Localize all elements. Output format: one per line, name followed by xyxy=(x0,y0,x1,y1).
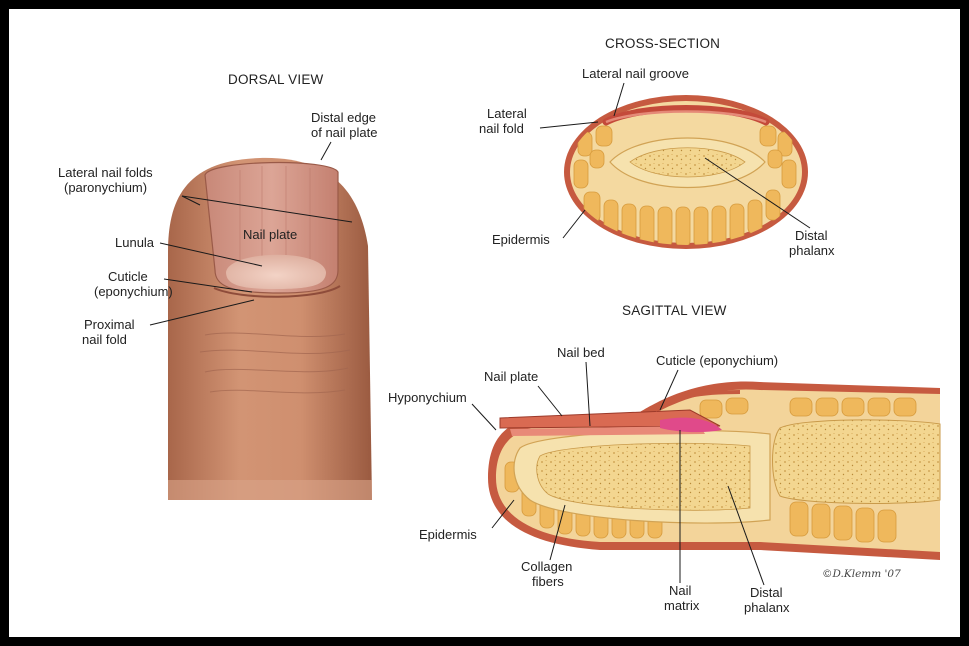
cross-section-illustration xyxy=(564,95,808,249)
lateral-folds-label-line1: Lateral nail folds xyxy=(58,165,153,180)
sag-distal-phalanx-label-line1: Distal xyxy=(750,585,783,600)
xs-distal-phalanx-label-line1: Distal xyxy=(795,228,828,243)
collagen-label-line2: fibers xyxy=(532,574,564,589)
xs-epidermis-label: Epidermis xyxy=(492,232,550,247)
sag-distal-phalanx-label-line2: phalanx xyxy=(744,600,790,615)
cross-section-view: CROSS-SECTION xyxy=(479,36,835,258)
xs-distal-phalanx-label-line2: phalanx xyxy=(789,243,835,258)
cuticle-label-line1: Cuticle xyxy=(108,269,148,284)
distal-edge-leader xyxy=(321,142,331,160)
nail-matrix-label-line1: Nail xyxy=(669,583,692,598)
xs-lateral-fold-label-line2: nail fold xyxy=(479,121,524,136)
proximal-fold-label-line2: nail fold xyxy=(82,332,127,347)
sagittal-distal-phalanx-marrow xyxy=(537,443,750,510)
finger-base-fade xyxy=(168,480,372,500)
sagittal-view-title: SAGITTAL VIEW xyxy=(622,303,727,318)
nail-matrix-label-line2: matrix xyxy=(664,598,700,613)
dorsal-view-title: DORSAL VIEW xyxy=(228,72,324,87)
xs-epidermis-leader xyxy=(563,210,585,238)
artist-signature: ©D.Klemm '07 xyxy=(822,568,901,580)
cross-section-title: CROSS-SECTION xyxy=(605,36,720,51)
cuticle-label-line2: (eponychium) xyxy=(94,284,173,299)
collagen-label-line1: Collagen xyxy=(521,559,572,574)
hyponychium-label: Hyponychium xyxy=(388,390,467,405)
distal-edge-label-line1: Distal edge xyxy=(311,110,376,125)
xs-lateral-fold-label-line1: Lateral xyxy=(487,106,527,121)
distal-edge-label-line2: of nail plate xyxy=(311,125,378,140)
lunula-label: Lunula xyxy=(115,235,155,250)
lateral-folds-label-line2: (paronychium) xyxy=(64,180,147,195)
dorsal-view: DORSAL VIEW Distal edge of nail plate xyxy=(58,72,378,500)
sagittal-view: SAGITTAL VIEW xyxy=(388,303,940,615)
sagittal-middle-phalanx xyxy=(773,420,941,504)
proximal-fold-label-line1: Proximal xyxy=(84,317,135,332)
sag-cuticle-label: Cuticle (eponychium) xyxy=(656,353,778,368)
nail-plate-label: Nail plate xyxy=(243,227,297,242)
sag-nail-plate-leader xyxy=(538,386,562,416)
hyponychium-leader xyxy=(472,404,496,430)
sag-nail-plate-label: Nail plate xyxy=(484,369,538,384)
nail-bed-label: Nail bed xyxy=(557,345,605,360)
lateral-groove-label: Lateral nail groove xyxy=(582,66,689,81)
sag-epidermis-label: Epidermis xyxy=(419,527,477,542)
